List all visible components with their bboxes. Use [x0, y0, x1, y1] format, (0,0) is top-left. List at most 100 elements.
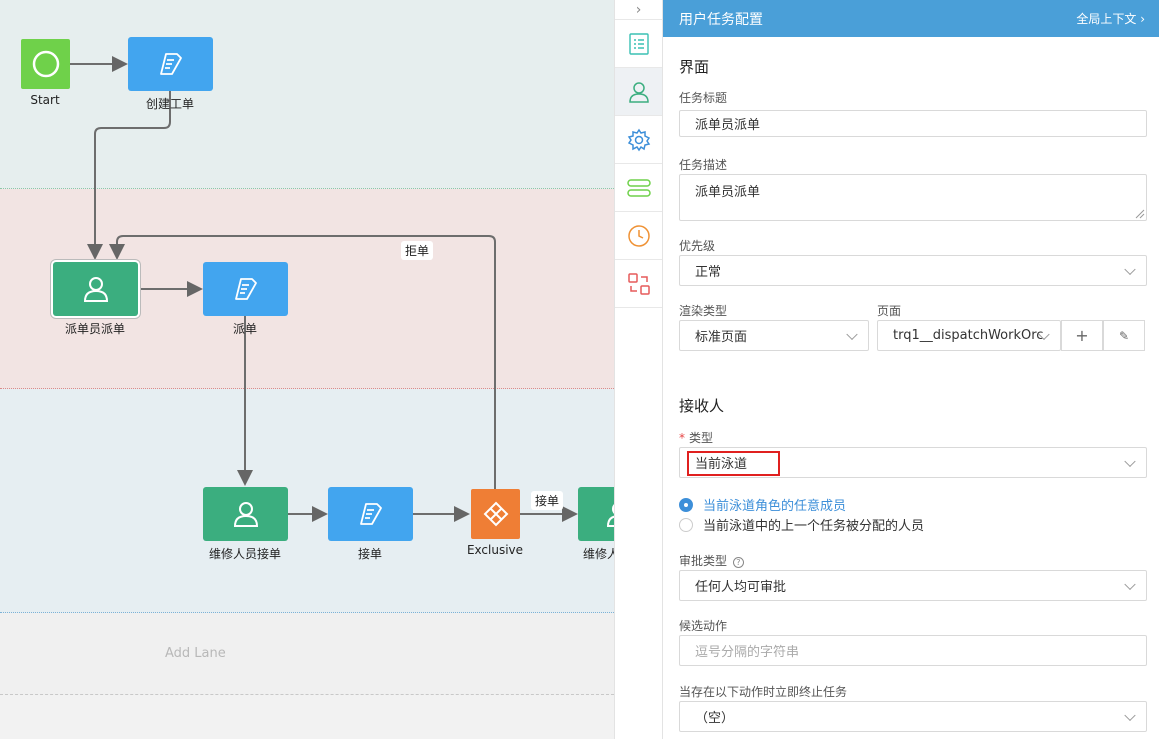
collapse-button[interactable]: › [615, 0, 662, 20]
render-type-value: 标准页面 [695, 330, 748, 345]
swap-icon [627, 272, 650, 295]
page-value: trq1__dispatchWorkOrc [893, 328, 1044, 343]
radio-any-member-label: 当前泳道角色的任意成员 [703, 499, 847, 514]
edge-reject [109, 235, 496, 489]
approve-type-label: 审批类型 ? [679, 552, 744, 569]
page-select[interactable]: trq1__dispatchWorkOrc [877, 320, 1061, 351]
render-type-select[interactable]: 标准页面 [679, 320, 869, 351]
edit-icon: ✎ [1118, 328, 1130, 343]
candidate-actions-input[interactable]: 逗号分隔的字符串 [679, 635, 1147, 666]
edges-layer [70, 56, 578, 522]
script-icon [159, 53, 182, 75]
side-icon-bar: › [614, 0, 663, 739]
radio-previous-assignee-label: 当前泳道中的上一个任务被分配的人员 [703, 519, 925, 534]
approve-type-value: 任何人均可审批 [695, 580, 787, 595]
candidate-actions-placeholder: 逗号分隔的字符串 [695, 645, 800, 660]
radio-unchecked-icon [679, 517, 693, 532]
chevron-down-icon [846, 328, 858, 340]
clock-icon [627, 224, 650, 247]
tab-mapping[interactable] [615, 260, 662, 308]
help-icon[interactable]: ? [732, 557, 744, 568]
task-dispatch[interactable] [203, 262, 288, 316]
page-edit-button[interactable]: ✎ [1103, 320, 1145, 351]
render-type-label: 渲染类型 [679, 304, 728, 318]
plus-icon: + [1075, 326, 1089, 345]
task-desc-value: 派单员派单 [695, 185, 761, 200]
user-task-dispatcher-label: 派单员派单 [64, 322, 126, 336]
type-value: 当前泳道 [695, 457, 748, 472]
tab-timer[interactable] [615, 212, 662, 260]
server-icon [626, 178, 651, 197]
radio-any-member[interactable]: 当前泳道角色的任意成员 [679, 495, 846, 514]
chevron-down-icon [1124, 263, 1136, 275]
exclusive-gateway-label: Exclusive [466, 543, 524, 557]
type-label: * 类型 [679, 429, 713, 446]
terminate-value: （空） [695, 711, 735, 726]
priority-label: 优先级 [679, 239, 716, 253]
user-icon [83, 277, 108, 302]
edge-create-dispatcher [87, 91, 171, 260]
radio-previous-assignee[interactable]: 当前泳道中的上一个任务被分配的人员 [679, 515, 924, 534]
task-title-input[interactable]: 派单员派单 [679, 110, 1147, 137]
task-desc-textarea[interactable]: 派单员派单 [679, 174, 1147, 221]
circle-icon [32, 50, 59, 78]
user-task-dispatcher[interactable] [53, 262, 138, 316]
user-task-repair-accept[interactable] [203, 487, 288, 541]
edge-label-accept[interactable]: 接单 [531, 491, 564, 510]
panel-title: 用户任务配置 [679, 11, 763, 28]
tab-form[interactable] [615, 20, 662, 68]
panel-header: 用户任务配置 全局上下文 › [663, 0, 1159, 37]
tab-user[interactable] [615, 68, 662, 116]
gear-icon [627, 128, 650, 151]
add-lane-area[interactable] [0, 613, 614, 695]
page-label: 页面 [877, 304, 902, 318]
chevron-down-icon [1124, 578, 1136, 590]
exclusive-gateway[interactable] [471, 489, 520, 539]
section-receiver-title: 接收人 [679, 397, 725, 415]
terminate-label: 当存在以下动作时立即终止任务 [679, 685, 848, 699]
user-icon [628, 81, 649, 103]
required-star: * [679, 431, 685, 445]
add-lane-label[interactable]: Add Lane [165, 646, 226, 661]
highlight-box [687, 451, 780, 476]
edge-label-reject[interactable]: 拒单 [401, 241, 434, 260]
process-canvas[interactable]: Add Lane Start 创建工单 [0, 0, 663, 739]
task-desc-label: 任务描述 [679, 158, 728, 172]
task-accept[interactable] [328, 487, 413, 541]
approve-type-label-text: 审批类型 [679, 554, 728, 568]
tab-service[interactable] [615, 164, 662, 212]
gateway-icon [483, 501, 508, 527]
list-icon [628, 32, 649, 55]
candidate-actions-label: 候选动作 [679, 619, 728, 633]
user-icon [233, 502, 258, 527]
task-dispatch-label: 派单 [232, 322, 258, 336]
tab-settings[interactable] [615, 116, 662, 164]
start-event[interactable] [21, 39, 70, 89]
resize-handle-icon[interactable] [1135, 209, 1145, 219]
task-accept-label: 接单 [357, 547, 383, 561]
radio-checked-icon [679, 497, 693, 512]
script-icon [359, 503, 382, 525]
lane-1[interactable] [0, 0, 614, 189]
section-ui-title: 界面 [679, 58, 710, 76]
task-create-ticket-label: 创建工单 [145, 97, 195, 111]
page-add-button[interactable]: + [1061, 320, 1103, 351]
type-label-text: 类型 [689, 431, 714, 445]
chevron-down-icon [1124, 455, 1136, 467]
priority-select[interactable]: 正常 [679, 255, 1147, 286]
user-task-repair-accept-label: 维修人员接单 [208, 547, 282, 561]
start-label: Start [30, 93, 60, 107]
task-title-label: 任务标题 [679, 91, 728, 105]
terminate-select[interactable]: （空） [679, 701, 1147, 732]
type-select[interactable]: 当前泳道 [679, 447, 1147, 478]
user-task-repair-next-label: 维修人 [583, 547, 620, 561]
config-panel: 用户任务配置 全局上下文 › 界面 任务标题 派单员派单 任务描述 派单员派单 … [663, 0, 1159, 739]
chevron-right-icon: › [635, 1, 642, 18]
approve-type-select[interactable]: 任何人均可审批 [679, 570, 1147, 601]
global-context-link[interactable]: 全局上下文 › [1076, 12, 1145, 26]
script-icon [234, 278, 257, 300]
chevron-down-icon [1124, 709, 1136, 721]
task-create-ticket[interactable] [128, 37, 213, 91]
task-title-value: 派单员派单 [695, 118, 761, 133]
priority-value: 正常 [695, 265, 722, 280]
